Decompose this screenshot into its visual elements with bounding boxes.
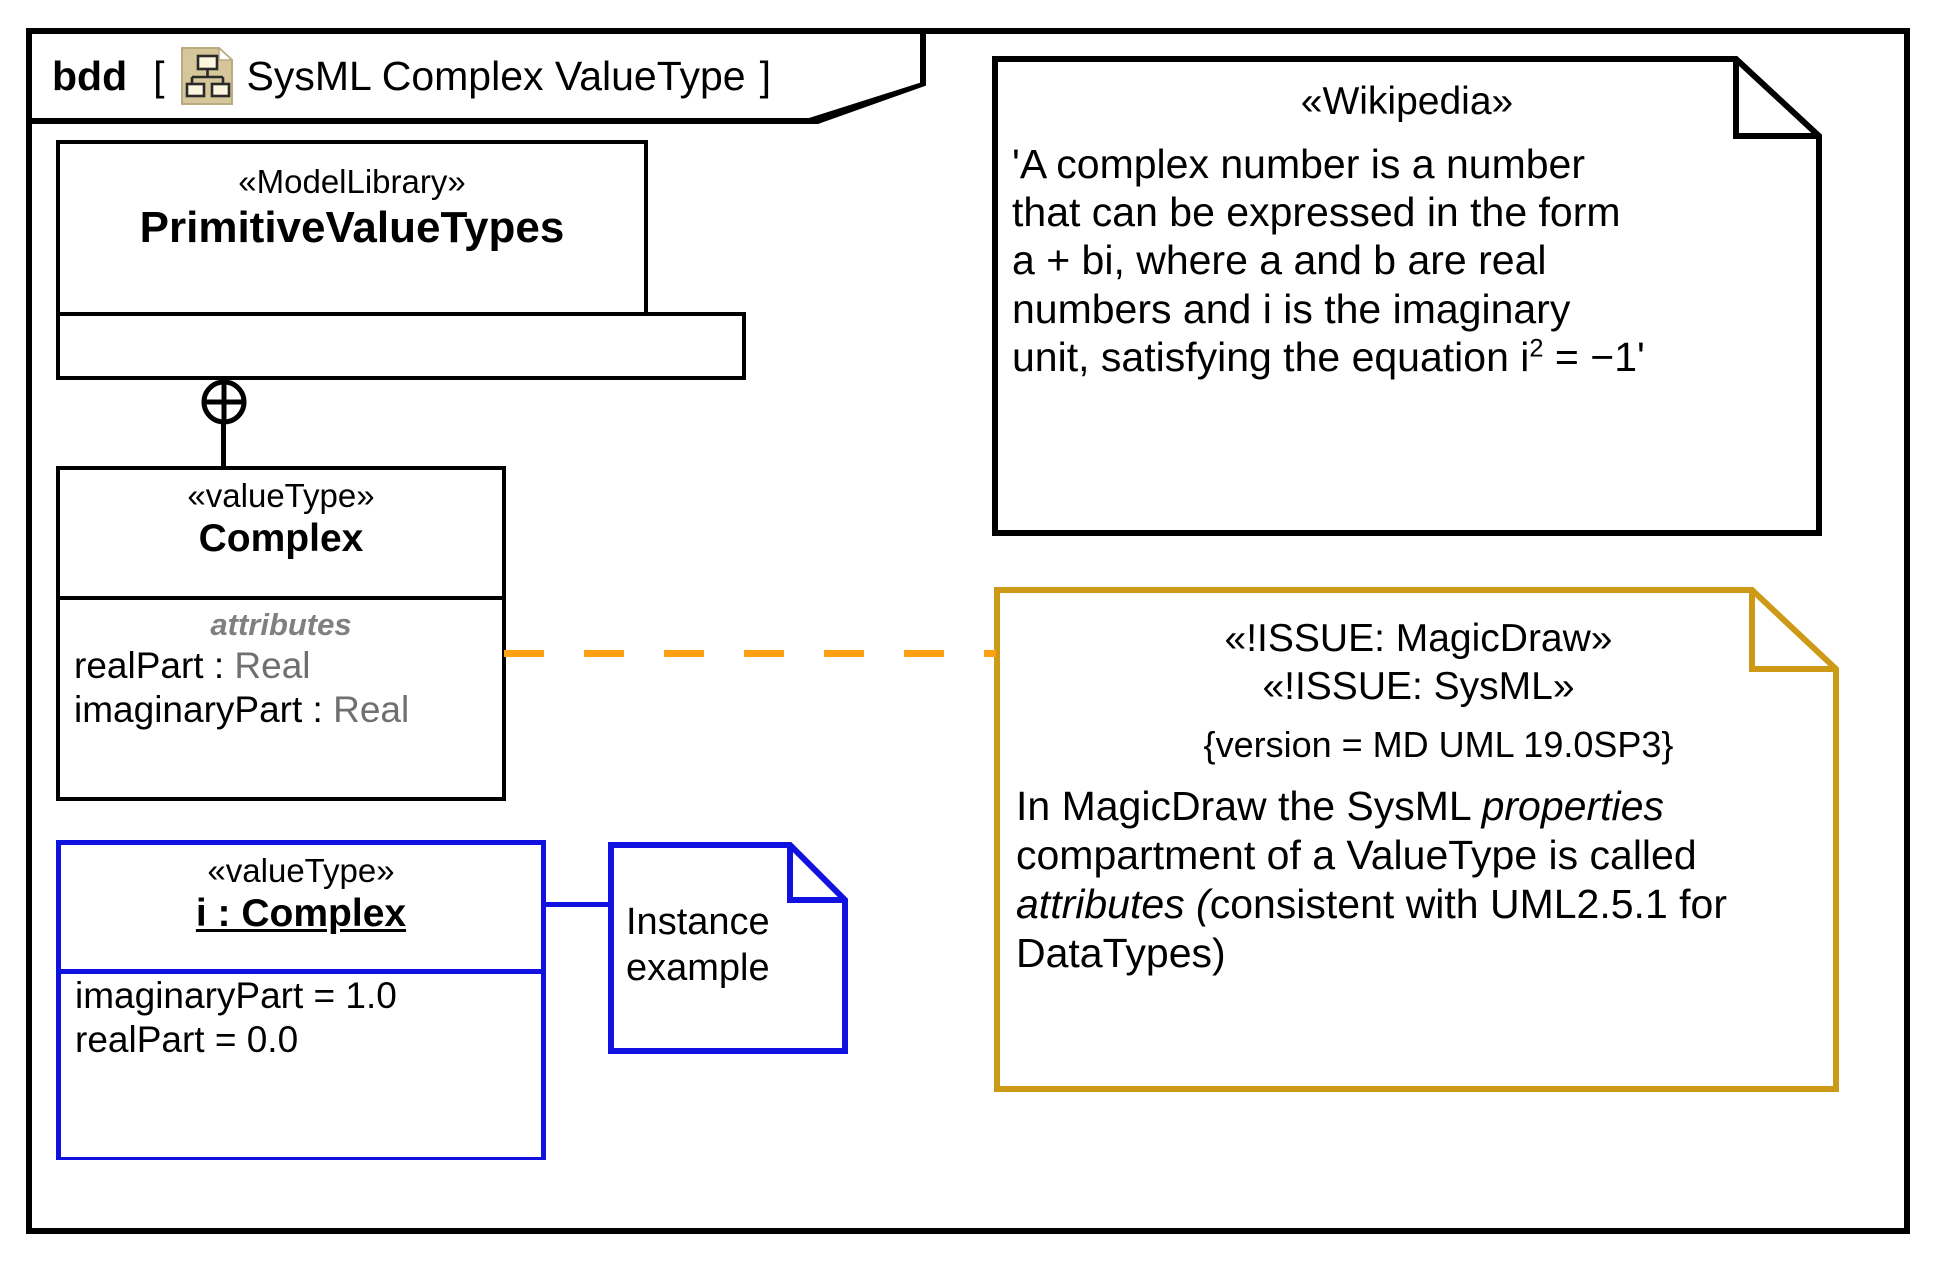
complex-name: Complex <box>198 516 364 560</box>
primitive-name: PrimitiveValueTypes <box>139 202 565 252</box>
instance-slots-compartment: imaginaryPart = 1.0 realPart = 0.0 <box>61 969 541 1157</box>
bracket-open: [ <box>153 52 165 99</box>
instance-name: i : Complex <box>61 891 541 943</box>
instance-example-line: Instance <box>626 901 770 943</box>
note-shape-instance-example <box>608 842 848 1054</box>
equation-prefix: unit, satisfying the equation i <box>1012 334 1530 381</box>
note-issue-body: «!ISSUE: MagicDraw» «!ISSUE: SysML» {ver… <box>994 587 1839 977</box>
issue-text-part3: consistent with UML2.5.1 for DataTypes) <box>1016 880 1727 976</box>
note-wikipedia-body: «Wikipedia» 'A complex number is a numbe… <box>992 56 1822 381</box>
attribute-row: realPart : Real <box>60 644 502 688</box>
containment-link-line <box>221 424 226 466</box>
wikipedia-line: a + bi, where a and b are real <box>1012 237 1547 284</box>
wikipedia-line: numbers and i is the imaginary <box>1012 285 1571 332</box>
attribute-separator: : <box>203 645 235 687</box>
instance-example-line: example <box>626 946 770 989</box>
note-wikipedia[interactable]: «Wikipedia» 'A complex number is a numbe… <box>992 56 1822 536</box>
bracket-close: ] <box>759 52 771 99</box>
complex-attributes-compartment: attributes realPart : Real imaginaryPart… <box>60 596 502 797</box>
wikipedia-line: 'A complex number is a number <box>1012 140 1585 187</box>
equation-suffix: = −1' <box>1543 334 1645 381</box>
complex-stereotype: «valueType» <box>187 477 375 514</box>
attribute-row: imaginaryPart : Real <box>60 688 502 732</box>
block-complex[interactable]: «valueType» Complex attributes realPart … <box>56 466 506 801</box>
issue-text-part1: In MagicDraw the SysML <box>1016 783 1482 830</box>
attribute-type: Real <box>333 689 410 731</box>
issue-tagged-values: {version = MD UML 19.0SP3} <box>1203 724 1674 766</box>
attribute-name: imaginaryPart <box>74 689 303 731</box>
attribute-separator: : <box>302 689 334 731</box>
issue-text-part2: compartment of a ValueType is called <box>1016 831 1697 878</box>
wikipedia-stereotype: «Wikipedia» <box>1300 80 1514 123</box>
diagram-header-content: bdd [ SysML Complex ValueType ] <box>32 34 920 118</box>
block-definition-diagram-icon <box>180 46 234 105</box>
issue-text-italic-attributes: attributes ( <box>1016 880 1210 927</box>
attribute-type: Real <box>234 645 311 687</box>
primitive-value-types-body-compartment[interactable] <box>56 312 746 380</box>
diagram-header-tab[interactable]: bdd [ SysML Complex ValueType ] <box>26 28 926 124</box>
wikipedia-text: 'A complex number is a number that can b… <box>1012 140 1802 382</box>
complex-name-compartment: «valueType» Complex <box>60 470 502 596</box>
attribute-name: realPart <box>74 645 204 687</box>
slot-row: realPart = 0.0 <box>75 1019 299 1061</box>
issue-stereotype-sysml: «!ISSUE: SysML» <box>1262 664 1575 708</box>
note-shape-wikipedia <box>992 56 1822 536</box>
issue-stereotype-magicdraw: «!ISSUE: MagicDraw» <box>1224 617 1613 660</box>
note-instance-example-body: Instance example <box>608 842 848 991</box>
note-issue[interactable]: «!ISSUE: MagicDraw» «!ISSUE: SysML» {ver… <box>994 587 1839 1092</box>
issue-text-italic-properties: properties <box>1481 783 1664 830</box>
instance-name-text: i : Complex <box>195 891 407 935</box>
issue-text: In MagicDraw the SysML properties compar… <box>1016 766 1821 977</box>
containment-crosshair-icon <box>200 378 248 426</box>
diagram-title: SysML Complex ValueType <box>246 52 746 99</box>
wikipedia-equation-line: unit, satisfying the equation i2 = −1' <box>1012 333 1802 381</box>
note-instance-example[interactable]: Instance example <box>608 842 848 1054</box>
primitive-stereotype: «ModelLibrary» <box>238 163 466 200</box>
diagram-frame <box>26 28 1910 1234</box>
instance-note-link-blue <box>544 902 612 907</box>
diagram-kind-label: bdd <box>52 52 128 99</box>
slot-row: imaginaryPart = 1.0 <box>75 975 397 1016</box>
dashed-comment-link-orange <box>504 650 996 657</box>
instance-name-compartment: «valueType» i : Complex <box>61 845 541 969</box>
block-primitive-value-types[interactable]: «ModelLibrary» PrimitiveValueTypes <box>56 140 648 312</box>
instance-stereotype: «valueType» <box>207 852 395 889</box>
attributes-compartment-label: attributes <box>210 607 352 642</box>
block-instance-i-complex[interactable]: «valueType» i : Complex imaginaryPart = … <box>56 840 546 1160</box>
note-shape-issue <box>994 587 1839 1092</box>
equation-exponent: 2 <box>1529 334 1544 363</box>
primitive-name-compartment: «ModelLibrary» PrimitiveValueTypes <box>60 144 644 260</box>
wikipedia-line: that can be expressed in the form <box>1012 188 1621 235</box>
